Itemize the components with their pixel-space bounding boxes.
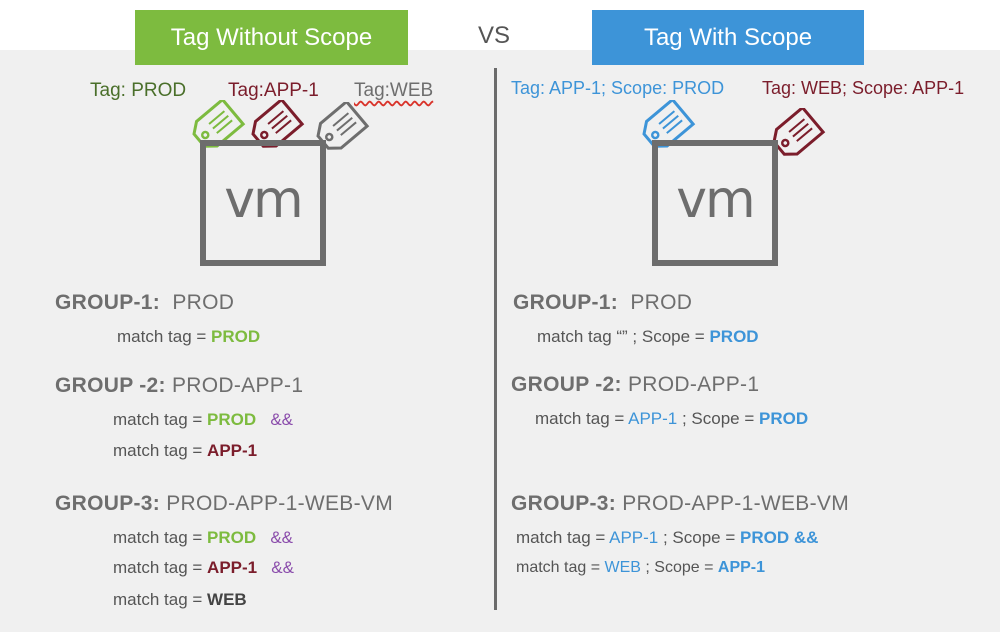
- right-group2-name: PROD-APP-1: [627, 373, 760, 396]
- left-vm-label: vm: [224, 170, 303, 230]
- rule-prefix: match tag =: [113, 590, 203, 609]
- left-vm-icon: vm: [200, 140, 326, 266]
- right-group2-label: GROUP -2:: [511, 373, 622, 396]
- left-group2-label: GROUP -2:: [55, 374, 166, 397]
- left-group1-name: PROD: [172, 291, 235, 314]
- rule-scope-prefix: ; Scope =: [640, 559, 714, 576]
- tag-icon-gray: [316, 102, 370, 150]
- rule-prefix: match tag =: [113, 410, 203, 429]
- rule-value: PROD: [709, 327, 759, 346]
- rule-operator: &&: [271, 558, 294, 577]
- left-group1-rule: match tag = PROD: [117, 327, 260, 347]
- right-tag-app-scope-label: Tag: APP-1; Scope: PROD: [511, 78, 725, 98]
- right-group1-rule: match tag “” ; Scope = PROD: [537, 327, 759, 347]
- rule-value: PROD &&: [740, 528, 819, 547]
- right-group3-label: GROUP-3:: [511, 492, 617, 515]
- rule-value: PROD: [207, 410, 257, 429]
- rule-tag: APP-1: [628, 409, 678, 428]
- rule-tag: APP-1: [609, 528, 659, 547]
- rule-prefix: match tag =: [113, 558, 203, 577]
- rule-value: APP-1: [207, 558, 258, 577]
- rule-prefix: match tag “” ; Scope =: [537, 327, 705, 346]
- rule-tag: WEB: [604, 559, 641, 576]
- left-group2-name: PROD-APP-1: [171, 374, 304, 397]
- left-tag-web-text: Tag:WEB: [354, 80, 434, 101]
- right-tag-web-scope-label: Tag: WEB; Scope: APP-1: [762, 78, 965, 98]
- right-group1-heading: GROUP-1: PROD: [513, 291, 692, 315]
- rule-prefix: match tag =: [535, 409, 625, 428]
- right-group2-rule: match tag = APP-1 ; Scope = PROD: [535, 409, 808, 429]
- left-group3-label: GROUP-3:: [55, 492, 161, 515]
- center-divider: [494, 68, 497, 610]
- rule-value: APP-1: [717, 559, 766, 576]
- left-group1-label: GROUP-1:: [55, 291, 161, 314]
- rule-prefix: match tag =: [113, 528, 203, 547]
- rule-prefix: match tag =: [516, 559, 601, 576]
- rule-scope-prefix: ; Scope =: [658, 528, 736, 547]
- rule-value: PROD: [211, 327, 261, 346]
- left-group2-rule1: match tag = PROD &&: [113, 410, 293, 430]
- title-tag-without-scope: Tag Without Scope: [135, 10, 408, 65]
- left-tag-web-label: Tag:WEB: [354, 80, 433, 102]
- rule-prefix: match tag =: [117, 327, 207, 346]
- rule-value: PROD: [759, 409, 809, 428]
- right-group3-rule2: match tag = WEB ; Scope = APP-1: [516, 559, 765, 577]
- left-tag-prod-label: Tag: PROD: [90, 80, 187, 101]
- tag-icon-maroon: [772, 108, 826, 156]
- left-group3-name: PROD-APP-1-WEB-VM: [166, 492, 393, 515]
- rule-operator: &&: [270, 410, 294, 429]
- left-group1-heading: GROUP-1: PROD: [55, 291, 234, 315]
- left-group3-rule1: match tag = PROD &&: [113, 528, 293, 548]
- left-group3-rule2: match tag = APP-1 &&: [113, 558, 294, 578]
- rule-value: PROD: [207, 528, 257, 547]
- rule-scope-prefix: ; Scope =: [677, 409, 755, 428]
- rule-value: WEB: [207, 590, 247, 609]
- right-group2-heading: GROUP -2: PROD-APP-1: [511, 373, 759, 397]
- right-group1-name: PROD: [630, 291, 693, 314]
- right-group1-label: GROUP-1:: [513, 291, 619, 314]
- content-background: [0, 50, 1000, 632]
- rule-prefix: match tag =: [516, 528, 606, 547]
- left-group3-rule3: match tag = WEB: [113, 590, 247, 610]
- right-group3-name: PROD-APP-1-WEB-VM: [622, 492, 849, 515]
- vs-label: VS: [478, 22, 511, 49]
- title-tag-with-scope: Tag With Scope: [592, 10, 864, 65]
- tag-icon-maroon: [251, 100, 305, 148]
- rule-prefix: match tag =: [113, 441, 203, 460]
- rule-operator: &&: [270, 528, 294, 547]
- left-tag-app-label: Tag:APP-1: [228, 80, 319, 101]
- right-group3-heading: GROUP-3: PROD-APP-1-WEB-VM: [511, 492, 849, 516]
- right-vm-label: vm: [676, 170, 755, 230]
- left-group2-heading: GROUP -2: PROD-APP-1: [55, 374, 303, 398]
- right-vm-icon: vm: [652, 140, 778, 266]
- left-group2-rule2: match tag = APP-1: [113, 441, 257, 461]
- right-group3-rule1: match tag = APP-1 ; Scope = PROD &&: [516, 528, 818, 548]
- rule-value: APP-1: [207, 441, 258, 460]
- left-group3-heading: GROUP-3: PROD-APP-1-WEB-VM: [55, 492, 393, 516]
